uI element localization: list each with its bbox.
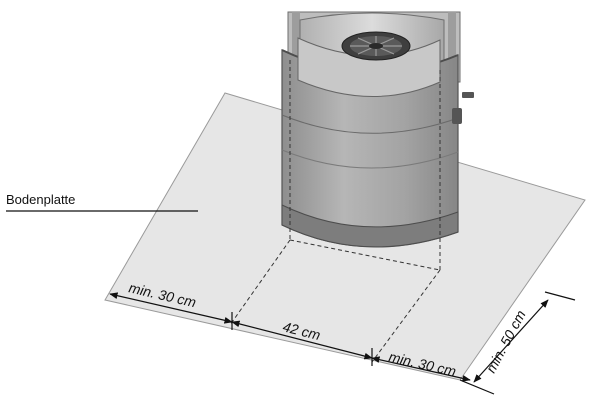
width-dimension-line — [109, 292, 471, 382]
projection-lines — [229, 239, 441, 363]
vent-grille-icon — [341, 31, 411, 61]
depth-dimension-line — [459, 291, 576, 395]
round-stove-icon — [281, 11, 474, 270]
floor-plate-label: Bodenplatte — [6, 192, 75, 207]
